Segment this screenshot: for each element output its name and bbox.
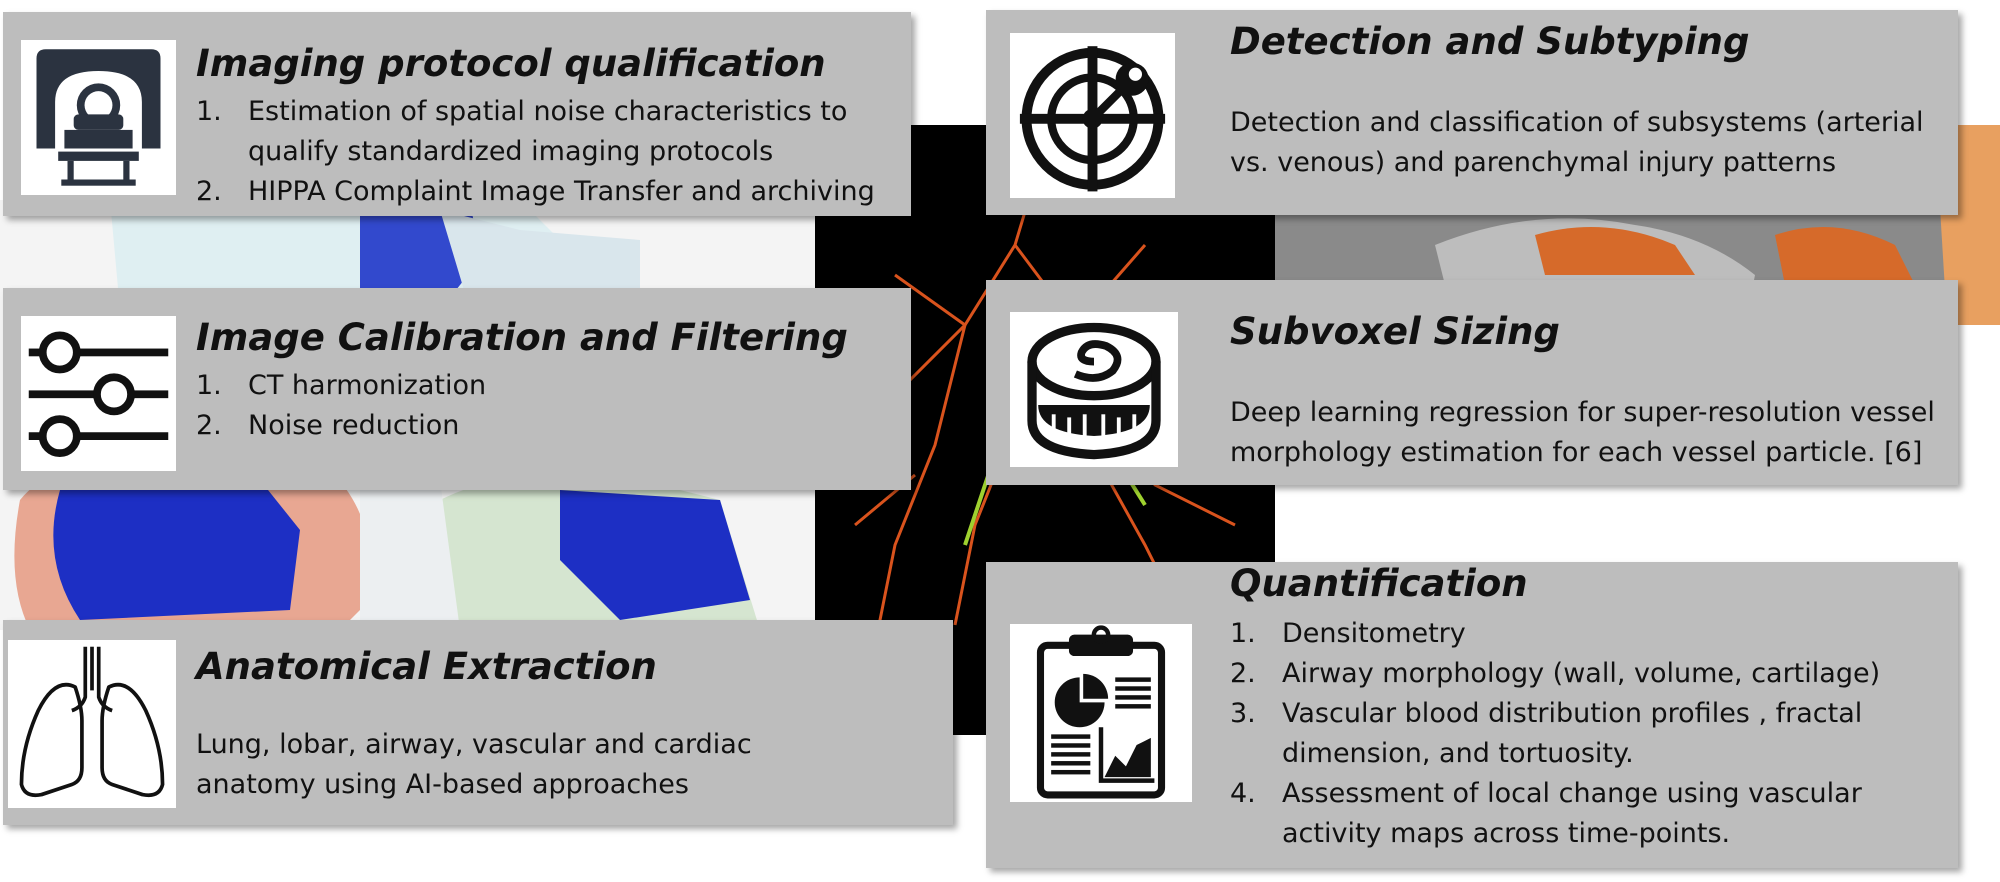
list-item: 4.Assessment of local change using vascu… [1230,778,1862,849]
quantification-list: 1.Densitometry 2.Airway morphology (wall… [1230,614,1950,854]
detection-subtyping-title: Detection and Subtyping [1230,20,1750,63]
target-icon [1010,33,1175,198]
anatomical-extraction-title: Anatomical Extraction [196,645,657,688]
measuring-tape-icon [1010,312,1178,467]
image-calibration-list: 1.CT harmonization 2.Noise reduction [196,366,896,446]
subvoxel-sizing-title: Subvoxel Sizing [1230,310,1560,353]
imaging-protocol-panel: Imaging protocol qualification 1.Estimat… [3,12,911,216]
list-item: 2.HIPPA Complaint Image Transfer and arc… [196,176,875,207]
list-item: 1.Estimation of spatial noise characteri… [196,96,848,167]
imaging-protocol-list: 1.Estimation of spatial noise characteri… [196,92,896,212]
anatomical-extraction-panel: Anatomical Extraction Lung, lobar, airwa… [3,620,953,825]
detection-subtyping-text: Detection and classification of subsyste… [1230,107,1924,178]
ct-scanner-icon [21,40,176,195]
subvoxel-sizing-panel: Subvoxel Sizing Deep learning regression… [986,280,1958,485]
list-item: 2.Airway morphology (wall, volume, carti… [1230,658,1881,689]
image-calibration-panel: Image Calibration and Filtering 1.CT har… [3,288,911,490]
lungs-icon [8,640,176,808]
detection-subtyping-panel: Detection and Subtyping Detection and cl… [986,10,1958,215]
imaging-protocol-title: Imaging protocol qualification [196,42,826,85]
quantification-title: Quantification [1230,562,1528,605]
clipboard-report-icon [1010,624,1192,802]
list-item: 3.Vascular blood distribution profiles ,… [1230,698,1863,769]
list-item: 1.CT harmonization [196,370,487,401]
anatomical-extraction-text: Lung, lobar, airway, vascular and cardia… [196,729,752,800]
list-item: 2.Noise reduction [196,410,460,441]
quantification-panel: Quantification 1.Densitometry 2.Airway m… [986,562,1958,868]
image-calibration-title: Image Calibration and Filtering [196,316,848,359]
list-item: 1.Densitometry [1230,618,1466,649]
sliders-icon [21,316,176,471]
subvoxel-sizing-text: Deep learning regression for super-resol… [1230,397,1935,468]
